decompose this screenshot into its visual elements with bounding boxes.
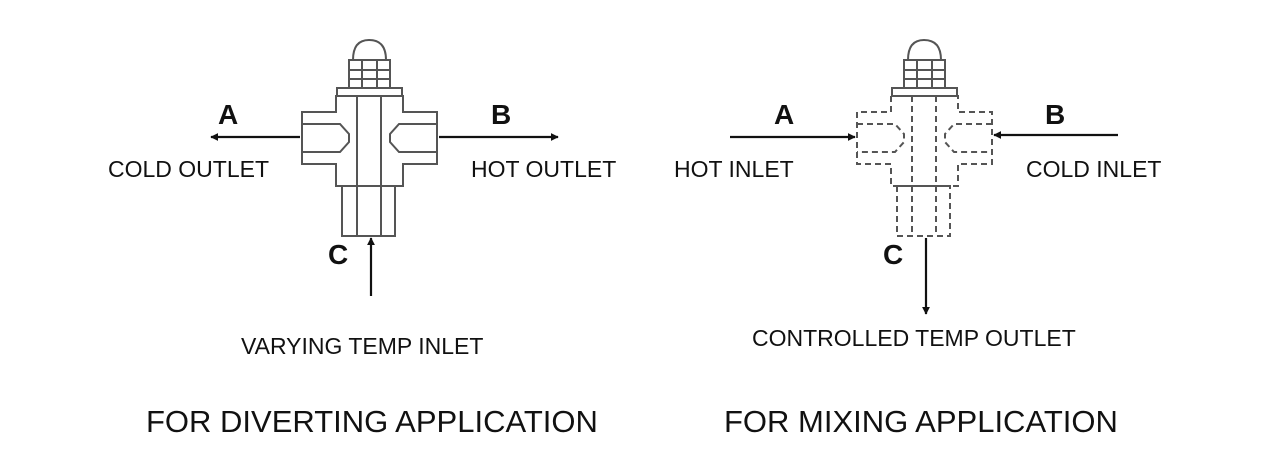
diverting-port-c-label: C [328,239,349,270]
diverting-cold-outlet-label: COLD OUTLET [108,156,270,182]
mixing-port-a-label: A [774,99,795,130]
diverting-hot-outlet-label: HOT OUTLET [471,156,617,182]
mixing-controlled-outlet-label: CONTROLLED TEMP OUTLET [752,325,1076,351]
diverting-varying-inlet-label: VARYING TEMP INLET [241,333,484,359]
mixing-valve-dashed-body [856,95,993,237]
mixing-title: FOR MIXING APPLICATION [724,404,1118,439]
mixing-port-b-label: B [1045,99,1066,130]
mixing-port-c-label: C [883,239,904,270]
mixing-cold-inlet-label: COLD INLET [1026,156,1162,182]
mixing-hot-inlet-label: HOT INLET [674,156,794,182]
mixing-valve-body [891,38,958,97]
diverting-port-a-label: A [218,99,239,130]
diverting-port-b-label: B [491,99,512,130]
diverting-title: FOR DIVERTING APPLICATION [146,404,598,439]
mixing-arrows [730,131,1118,315]
diverting-valve-body [301,38,438,237]
diverting-arrows [210,133,559,296]
